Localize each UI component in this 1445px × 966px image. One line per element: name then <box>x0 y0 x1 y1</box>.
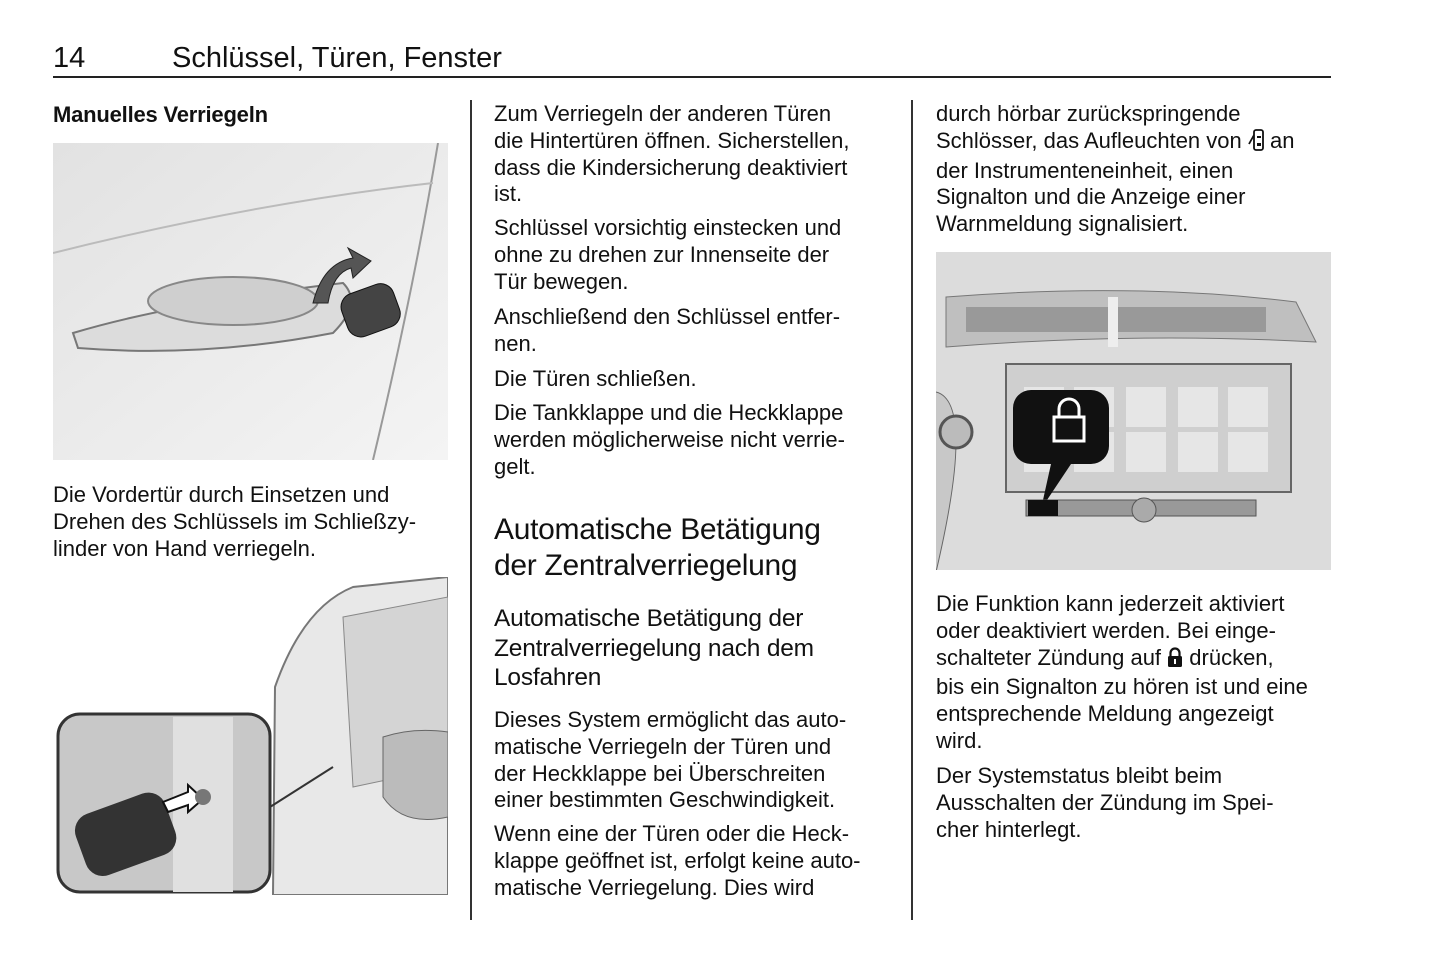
paragraph: Die Funktion kann jederzeit aktiviert od… <box>936 591 1308 755</box>
paragraph: Die Türen schließen. <box>494 366 697 391</box>
text: Die Funktion kann jederzeit aktiviert od… <box>936 591 1285 670</box>
paragraph: durch hörbar zurückspringende Schlösser,… <box>936 101 1294 238</box>
door-open-warning-icon <box>1248 128 1264 158</box>
column-divider <box>911 100 913 920</box>
text: drücken, bis ein Signalton zu hören ist … <box>936 644 1308 753</box>
paragraph: Die Tankklappe und die Heckklappe werden… <box>494 400 845 479</box>
paragraph: Der Systemstatus bleibt beim Ausschalten… <box>936 763 1274 842</box>
paragraph: Dieses System ermöglicht das auto- matis… <box>494 707 847 813</box>
page-number: 14 <box>53 42 86 74</box>
subsection-heading: Automatische Betätigung der Zentralverri… <box>494 605 814 691</box>
paragraph: Anschließend den Schlüssel entfer- nen. <box>494 304 841 356</box>
paragraph: Wenn eine der Türen oder die Heck- klapp… <box>494 821 861 900</box>
section-heading: Manuelles Verriegeln <box>53 102 268 127</box>
paragraph: Zum Verriegeln der anderen Türen die Hin… <box>494 101 850 207</box>
page-title: Schlüssel, Türen, Fenster <box>172 42 502 74</box>
door-handle-illustration <box>53 143 448 460</box>
text: an der Instrumenteneinheit, einen Signal… <box>936 127 1295 237</box>
text: durch hörbar zurückspringende Schlösser,… <box>936 101 1242 153</box>
paragraph: Schlüssel vorsichtig einstecken und ohne… <box>494 215 842 294</box>
header-rule <box>53 76 1331 78</box>
infotainment-lock-button-illustration <box>936 252 1331 570</box>
lock-icon <box>1167 647 1183 675</box>
door-lock-cylinder-illustration <box>53 577 448 895</box>
section-heading: Automatische Betätigung der Zentralverri… <box>494 513 821 582</box>
column-divider <box>470 100 472 920</box>
paragraph: Die Vordertür durch Einsetzen und Drehen… <box>53 482 417 561</box>
